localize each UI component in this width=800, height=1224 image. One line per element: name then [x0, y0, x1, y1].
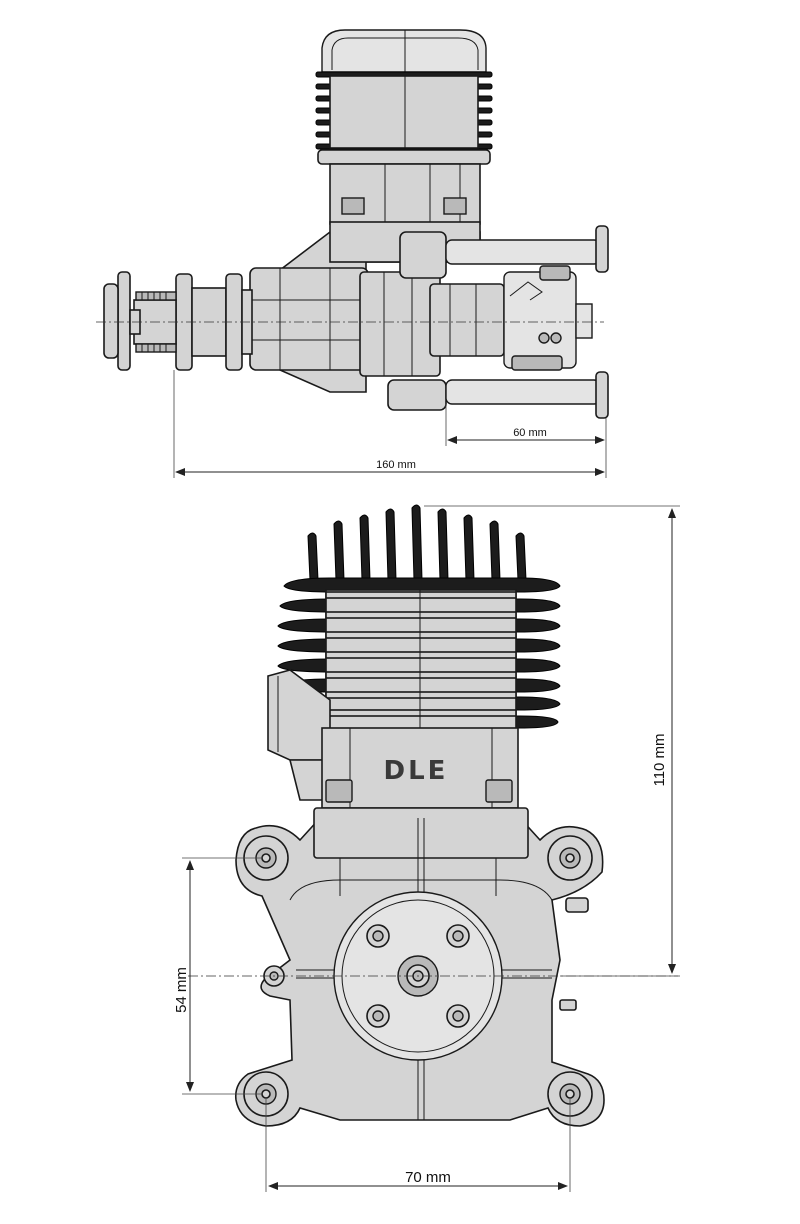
dimension-label-70mm: 70 mm: [405, 1169, 451, 1186]
side-view: [96, 29, 609, 419]
dle-logo: DLE: [384, 756, 449, 786]
dimension-60mm: 60 mm: [445, 404, 607, 446]
dimension-label-110mm: 110 mm: [651, 733, 668, 786]
prop-bolt-threads: [135, 291, 177, 353]
dimension-label-54mm: 54 mm: [173, 967, 190, 1013]
head-cooling-pins: [307, 504, 527, 581]
dimension-70mm: 70 mm: [265, 1098, 571, 1192]
dimension-label-60mm: 60 mm: [513, 427, 547, 439]
dimension-label-160mm: 160 mm: [376, 459, 416, 471]
dimension-110mm: 110 mm: [424, 505, 680, 977]
dimension-54mm: 54 mm: [173, 857, 262, 1095]
back-plate-bolts: [366, 924, 470, 1028]
dimension-160mm: 160 mm: [173, 370, 607, 478]
front-view: DLE: [188, 504, 678, 1127]
